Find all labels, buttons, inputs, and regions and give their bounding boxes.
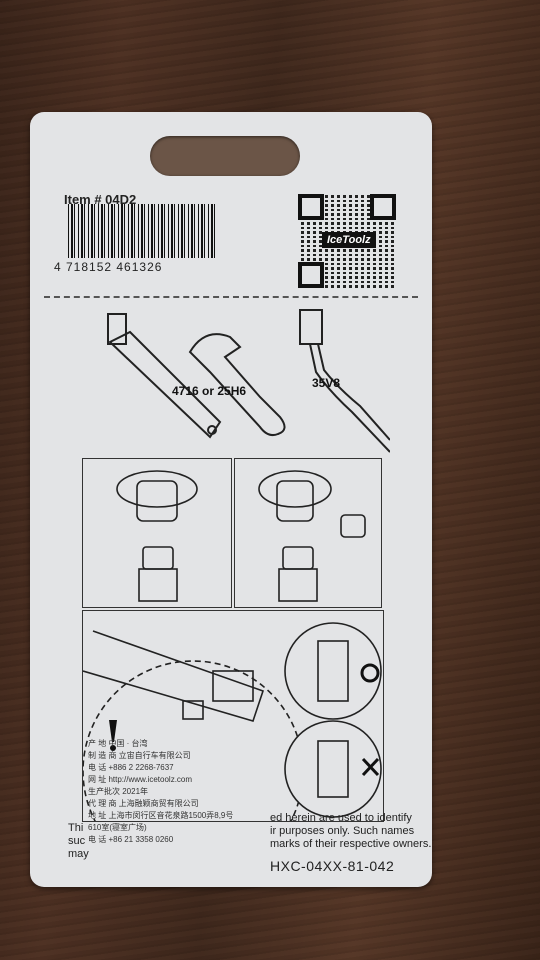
disclaimer-right: ed herein are used to identify ir purpos… <box>270 812 432 850</box>
tool-label-lkey: 35V8 <box>312 376 341 390</box>
tool-label-wrench: 4716 or 25H6 <box>172 384 247 398</box>
cn-line: 产 地 中国 · 台湾 <box>88 739 148 748</box>
product-code: HXC-04XX-81-042 <box>270 858 395 874</box>
cn-line: 代 理 商 上海融颖商贸有限公司 <box>88 799 199 808</box>
tools-illustration <box>107 309 390 453</box>
cn-line: 网 址 http://www.icetoolz.com <box>88 775 193 784</box>
barcode <box>68 204 216 258</box>
pin-spanner <box>108 330 222 439</box>
chinese-import-info: 产 地 中国 · 台湾 制 造 商 立宙自行车有限公司 电 话 +886 2 2… <box>88 738 233 846</box>
qr-finder <box>298 262 324 288</box>
cn-line: 电 话 +86 21 3358 0260 <box>88 835 174 844</box>
cn-line: 制 造 商 立宙自行车有限公司 <box>88 751 191 760</box>
cn-line: 电 话 +886 2 2268-7637 <box>88 763 174 772</box>
product-card: Item # 04D2 4 718152 461326 IceToolz 471… <box>30 112 432 887</box>
instruction-panel-1 <box>82 458 232 608</box>
adjustable-wrench <box>188 333 286 437</box>
disclaimer-left: Thi suc may <box>68 822 89 860</box>
perforation-line <box>44 296 418 298</box>
warning-icon <box>109 720 117 751</box>
hang-slot <box>150 136 300 176</box>
item-number: Item # 04D2 <box>64 192 137 207</box>
cn-line: 地 址 上海市闵行区音花泉路1500弄8,9号 <box>88 811 234 820</box>
l-key-tool <box>309 343 390 453</box>
qr-finder <box>370 194 396 220</box>
cn-line: 610室(寝室广场) <box>88 823 147 832</box>
cn-line: 生产批次 2021年 <box>88 787 149 796</box>
instruction-panel-2 <box>234 458 382 608</box>
brand-logo: IceToolz <box>322 232 376 248</box>
qr-finder <box>298 194 324 220</box>
barcode-number: 4 718152 461326 <box>54 260 163 274</box>
instruction-panel-3 <box>82 610 384 882</box>
